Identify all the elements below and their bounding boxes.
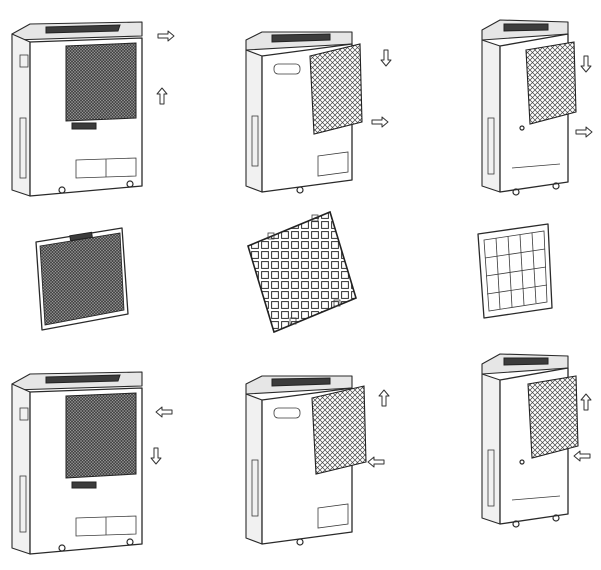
wheel	[126, 180, 134, 188]
wheel	[552, 514, 560, 522]
handle	[273, 63, 301, 75]
arrow-left-icon	[573, 450, 591, 462]
grid-filter-part	[477, 223, 553, 319]
step-r3c2-unit-compact	[245, 375, 367, 546]
arrow-left-icon	[155, 406, 173, 418]
front-grille	[525, 41, 577, 125]
clip	[311, 214, 319, 222]
indicator	[519, 125, 525, 131]
control-panel	[271, 377, 331, 387]
step-r3c3-unit-tall	[481, 353, 579, 528]
control-panel	[503, 357, 549, 366]
fine-mesh-filter-part	[35, 227, 129, 331]
water-tank	[317, 151, 349, 177]
arrow-right-icon	[157, 30, 175, 42]
step-r3c1-unit-medium	[11, 371, 143, 555]
side-window	[251, 459, 259, 517]
side-handle	[19, 54, 29, 68]
side-window	[19, 475, 27, 533]
filter-tab	[71, 122, 97, 130]
control-panel	[45, 24, 121, 34]
water-tank	[75, 157, 137, 179]
fine-mesh-filter	[65, 392, 137, 479]
front-grille	[309, 43, 363, 135]
honeycomb-filter-part	[247, 210, 357, 334]
arrow-up-icon	[580, 393, 592, 411]
front-grille	[527, 375, 579, 459]
arrow-down-icon	[580, 55, 592, 73]
side-handle	[19, 407, 29, 421]
wheel	[58, 544, 66, 552]
arrow-left-icon	[367, 456, 385, 468]
wheel	[296, 186, 304, 194]
clip	[289, 317, 297, 325]
arrow-up-icon	[156, 87, 168, 105]
control-panel	[271, 33, 331, 43]
wheel	[552, 182, 560, 190]
arrow-down-icon	[380, 49, 392, 67]
side-window	[487, 117, 495, 175]
front-grille	[311, 385, 367, 475]
arrow-right-icon	[371, 116, 389, 128]
clip	[267, 232, 275, 240]
arrow-down-icon	[150, 447, 162, 465]
wheel	[296, 538, 304, 546]
filter-tab	[71, 481, 97, 489]
step-r1c3-unit-tall	[481, 19, 577, 196]
side-window	[251, 115, 259, 167]
wheel	[126, 538, 134, 546]
base-line	[511, 495, 561, 501]
water-tank	[317, 503, 349, 529]
step-r1c1-unit-medium	[11, 21, 143, 197]
clip	[333, 299, 341, 307]
filter-tab	[69, 231, 93, 242]
arrow-up-icon	[378, 389, 390, 407]
base-line	[511, 163, 561, 169]
wheel	[58, 186, 66, 194]
control-panel	[45, 374, 121, 384]
indicator	[519, 459, 525, 465]
side-window	[19, 117, 27, 179]
side-window	[487, 449, 495, 507]
fine-mesh-filter	[65, 42, 137, 122]
water-tank	[75, 515, 137, 537]
control-panel	[503, 23, 549, 32]
step-r1c2-unit-compact	[245, 31, 363, 194]
wheel	[512, 188, 520, 196]
handle	[273, 407, 301, 419]
arrow-right-icon	[575, 126, 593, 138]
wheel	[512, 520, 520, 528]
